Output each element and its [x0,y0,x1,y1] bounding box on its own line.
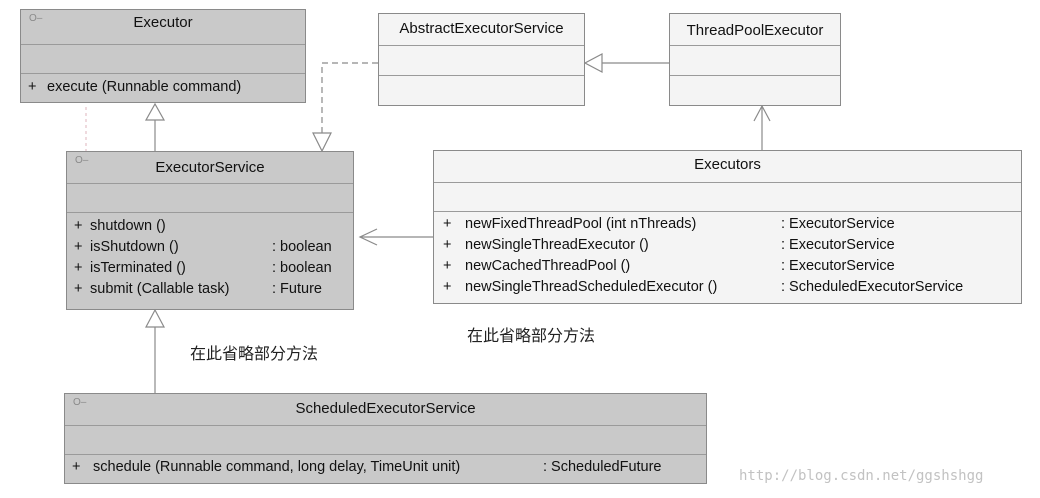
operation-name: isTerminated () [90,260,186,276]
operation-row: + shutdown () [67,216,353,237]
operation-row: + newSingleThreadExecutor () : ExecutorS… [434,235,1021,256]
executor-service-note: 在此省略部分方法 [190,344,319,363]
class-scheduled-executor-service-header: O– ScheduledExecutorService [65,394,706,426]
operation-name: newSingleThreadScheduledExecutor () [465,279,718,295]
class-executor[interactable]: O– Executor + execute (Runnable command) [20,9,306,103]
watermark-text: http://blog.csdn.net/ggshshgg [739,468,984,484]
operation-return-type: : ExecutorService [781,216,895,232]
operation-return-type: : ExecutorService [781,258,895,274]
operation-row: + schedule (Runnable command, long delay… [65,457,706,478]
visibility-marker: + [74,260,83,276]
class-executors-name: Executors [694,156,761,173]
class-abstract-executor-service-header: AbstractExecutorService [379,14,584,46]
visibility-marker: + [74,281,83,297]
class-scheduled-executor-service-operations: + schedule (Runnable command, long delay… [65,455,706,478]
class-thread-pool-executor-name: ThreadPoolExecutor [686,22,824,39]
generalization-threadpool-abstract [583,53,669,73]
class-executor-operations: + execute (Runnable command) [21,74,305,98]
class-executors-operations: + newFixedThreadPool (int nThreads) : Ex… [434,212,1021,298]
operation-name: execute (Runnable command) [47,79,242,95]
operation-name: schedule (Runnable command, long delay, … [93,459,461,475]
operation-name: newCachedThreadPool () [465,258,631,274]
operation-name: isShutdown () [90,239,179,255]
operation-row: + newCachedThreadPool () : ExecutorServi… [434,256,1021,277]
operation-row: + newFixedThreadPool (int nThreads) : Ex… [434,214,1021,235]
operation-row: + isShutdown () : boolean [67,237,353,258]
class-executor-header: O– Executor [21,10,305,45]
class-executor-service-operations: + shutdown () + isShutdown () : boolean … [67,213,353,300]
operation-name: newFixedThreadPool (int nThreads) [465,216,697,232]
class-thread-pool-executor-attributes [670,46,840,76]
operation-return-type: : ExecutorService [781,237,895,253]
visibility-marker: + [72,459,81,475]
operation-row: + execute (Runnable command) [21,77,305,98]
class-executors-attributes [434,183,1021,212]
operation-return-type: : Future [272,281,322,297]
class-scheduled-executor-service-attributes [65,426,706,455]
class-object-icon: O– [75,155,89,166]
class-object-icon: O– [73,397,87,408]
class-scheduled-executor-service[interactable]: O– ScheduledExecutorService + schedule (… [64,393,707,484]
operation-row: + isTerminated () : boolean [67,258,353,279]
class-abstract-executor-service[interactable]: AbstractExecutorService [378,13,585,106]
generalization-executorservice-executor [144,102,166,152]
visibility-marker: + [28,79,37,95]
operation-return-type: : boolean [272,239,332,255]
visibility-marker: + [443,237,452,253]
class-executor-attributes [21,45,305,74]
generalization-scheduled-executorservice [145,308,165,393]
class-executors-header: Executors [434,151,1021,183]
operation-name: newSingleThreadExecutor () [465,237,649,253]
class-abstract-executor-service-attributes [379,46,584,76]
operation-return-type: : boolean [272,260,332,276]
class-executors[interactable]: Executors + newFixedThreadPool (int nThr… [433,150,1022,304]
visibility-marker: + [443,258,452,274]
visibility-marker: + [74,218,83,234]
class-scheduled-executor-service-name: ScheduledExecutorService [295,400,476,417]
realization-abstract-executorservice [312,62,378,153]
visibility-marker: + [443,216,452,232]
operation-name: submit (Callable task) [90,281,230,297]
class-object-icon: O– [29,13,43,24]
operation-row: + submit (Callable task) : Future [67,279,353,300]
dependency-executors-threadpool [753,104,771,150]
class-executor-service-name: ExecutorService [155,159,265,176]
class-executor-name: Executor [133,14,193,31]
executors-note: 在此省略部分方法 [467,326,596,345]
class-thread-pool-executor[interactable]: ThreadPoolExecutor [669,13,841,106]
class-executor-service-header: O– ExecutorService [67,152,353,184]
visibility-marker: + [74,239,83,255]
operation-name: shutdown () [90,218,166,234]
class-executor-service[interactable]: O– ExecutorService + shutdown () + isShu… [66,151,354,310]
operation-row: + newSingleThreadScheduledExecutor () : … [434,277,1021,298]
visibility-marker: + [443,279,452,295]
operation-return-type: : ScheduledExecutorService [781,279,964,295]
dependency-executors-executorservice [358,228,433,246]
class-thread-pool-executor-header: ThreadPoolExecutor [670,14,840,46]
operation-return-type: : ScheduledFuture [543,459,662,475]
class-abstract-executor-service-name: AbstractExecutorService [399,20,564,37]
class-executor-service-attributes [67,184,353,213]
